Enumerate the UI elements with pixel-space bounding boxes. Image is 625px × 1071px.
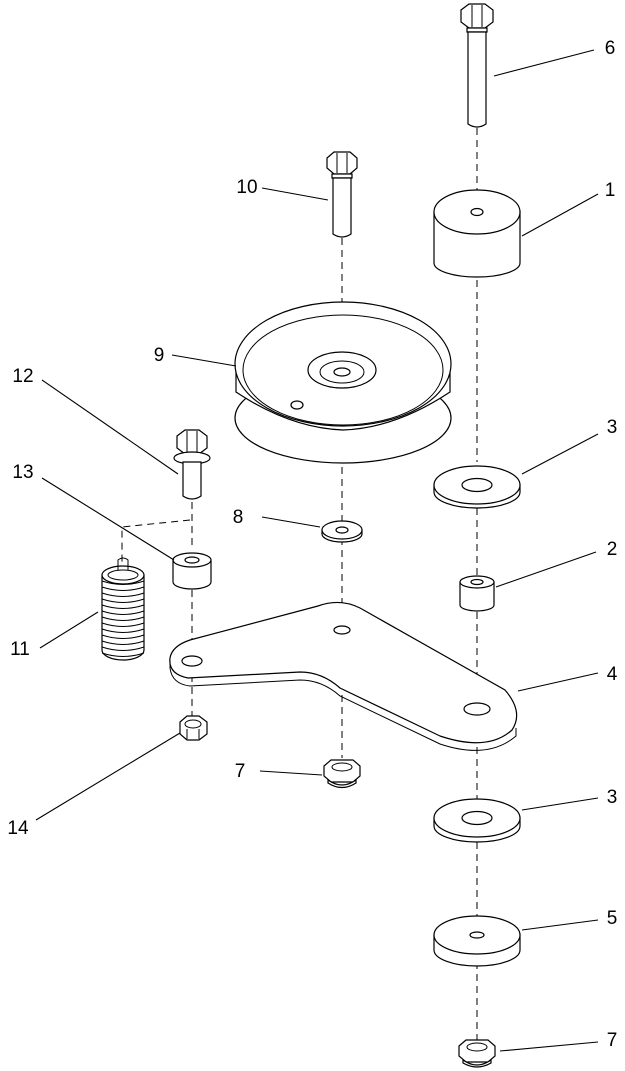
part-6-long-bolt	[460, 3, 494, 128]
leader-lines	[35, 49, 599, 1052]
spring-11-coils	[101, 580, 145, 657]
callout-numbers: 6 1 10 9 3 12 13 8 2 11 4 14 7 3 5 7	[7, 38, 617, 1051]
callout-2: 2	[607, 539, 618, 560]
arm-4-edge	[169, 660, 517, 751]
leader-3-upper	[521, 433, 599, 475]
arm-4-hole-center	[333, 625, 351, 635]
part-10-bolt	[326, 151, 358, 238]
nut-7-bottom-flange	[462, 1058, 492, 1068]
leader-3-lower	[521, 797, 599, 811]
washer-5-hole	[469, 931, 485, 939]
part-5-thick-washer	[433, 915, 521, 967]
spacer-1-hole	[470, 207, 484, 217]
leader-14	[35, 732, 181, 821]
part-4-idler-arm	[169, 601, 518, 751]
callout-12: 12	[12, 366, 33, 387]
callout-3-lower: 3	[607, 787, 618, 808]
leader-5	[521, 919, 599, 931]
part-8-small-washer	[321, 520, 363, 543]
bolt-6-head	[460, 3, 494, 29]
part-3-washer-upper	[433, 465, 521, 509]
part-1-spacer	[433, 189, 521, 278]
pulley-9-grease-hole	[290, 400, 304, 410]
callout-1: 1	[605, 180, 616, 201]
leader-1	[521, 193, 599, 237]
leader-6	[493, 49, 595, 77]
arm-4-top-face	[169, 601, 518, 744]
spring-11-body	[101, 574, 145, 661]
leader-13	[41, 477, 175, 561]
leader-8	[261, 516, 321, 528]
part-3-washer-lower	[433, 798, 521, 843]
arm-4-hole-right	[463, 702, 491, 716]
leader-2	[495, 551, 597, 588]
nut-7-center-flange	[327, 778, 357, 789]
leader-7-bottom	[499, 1041, 599, 1052]
part-13-spacer	[172, 552, 212, 590]
washer-3-bottom-hole	[461, 810, 493, 826]
part-2-bushing	[459, 575, 495, 612]
callout-6: 6	[605, 38, 616, 59]
spring-11-hook	[117, 557, 129, 570]
bolt-12-head	[176, 429, 208, 455]
leader-7-center	[259, 770, 323, 776]
part-12-bolt	[173, 429, 211, 500]
callout-11: 11	[10, 639, 30, 660]
callout-9: 9	[154, 345, 165, 366]
callout-5: 5	[607, 908, 618, 929]
part-11-spring	[101, 557, 145, 661]
part-9-pulley	[234, 301, 452, 464]
leader-4	[517, 672, 599, 692]
washer-3-top-hole	[461, 477, 493, 493]
leader-9	[171, 354, 237, 367]
callout-3-upper: 3	[607, 417, 618, 438]
pulley-9-bore	[333, 367, 351, 377]
part-7-flange-nut-bottom	[458, 1039, 496, 1068]
arm-4-hole-left	[181, 655, 203, 667]
callout-8: 8	[233, 507, 244, 528]
spring-11-top	[101, 565, 145, 585]
leader-12	[41, 379, 179, 475]
spacer-13-body	[172, 559, 212, 590]
callout-7-center: 7	[235, 761, 246, 782]
bolt-10-head	[326, 151, 358, 175]
callout-13: 13	[12, 462, 33, 483]
bushing-2-body	[459, 581, 495, 612]
part-14-nut	[179, 715, 208, 741]
callout-4: 4	[607, 664, 618, 685]
bolt-12-shank	[182, 461, 202, 500]
bolt-6-flange	[466, 27, 488, 33]
part-7-flange-nut-center	[323, 759, 361, 789]
leader-11	[39, 611, 99, 649]
bolt-10-shank	[332, 177, 352, 238]
callout-14: 14	[7, 818, 29, 839]
callout-10: 10	[236, 177, 257, 198]
bolt-6-shank	[467, 31, 487, 128]
callout-7-bottom: 7	[607, 1030, 618, 1051]
leader-10	[261, 187, 329, 201]
